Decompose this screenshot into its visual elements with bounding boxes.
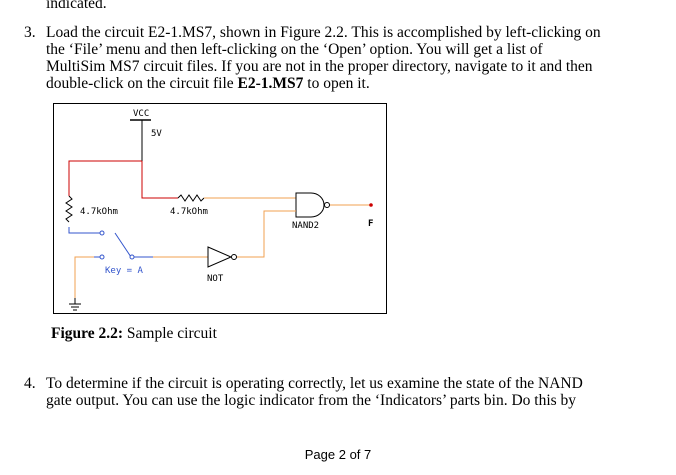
step-3-line-4: double-click on the circuit file E2-1.MS… (46, 75, 370, 92)
ground-symbol (69, 298, 81, 311)
key-label: Key = A (105, 266, 144, 276)
switch-top-wire (68, 227, 102, 234)
supply-wire-left (68, 160, 142, 196)
supply-wire-main (141, 161, 178, 199)
step-3-line-1: Load the circuit E2-1.MS7, shown in Figu… (46, 24, 601, 41)
nand-bubble (324, 202, 330, 208)
switch-contact-top (99, 230, 105, 236)
step-4-line-2: gate output. You can use the logic indic… (46, 392, 577, 409)
output-label: F (368, 219, 373, 229)
vcc-label: VCC (133, 109, 149, 119)
nand-gate (295, 192, 325, 218)
circuit-diagram: VCC 5V 4.7kOhm 4.7kOhm NAND2 F Key = A N… (65, 109, 373, 311)
figure-caption: Figure 2.2: Sample circuit (51, 325, 217, 342)
resistor-left (65, 195, 73, 223)
nand-input-2-wire (237, 210, 296, 258)
resistor-left-label: 4.7kOhm (80, 207, 118, 217)
voltage-label: 5V (151, 129, 162, 139)
step-3-number: 3. (24, 24, 36, 41)
switch-pivot (129, 254, 135, 260)
step-3-line-4-suffix: to open it. (303, 75, 370, 92)
not-label: NOT (207, 274, 224, 284)
step-4-line-1: To determine if the circuit is operating… (46, 375, 583, 392)
ground-wire (74, 256, 94, 298)
switch-contact-bottom (99, 254, 105, 260)
circuit-figure-frame (53, 103, 387, 314)
resistor-middle-label: 4.7kOhm (170, 207, 208, 217)
step-3-line-4-prefix: double-click on the circuit file (46, 75, 238, 92)
step-3-line-3: MultiSim MS7 circuit files. If you are n… (46, 58, 593, 75)
not-bubble (231, 254, 237, 260)
step-3-line-2: the ‘File’ menu and then left-clicking o… (46, 41, 543, 58)
resistor-middle (177, 194, 205, 202)
circuit-filename: E2-1.MS7 (237, 75, 304, 92)
nand-label: NAND2 (292, 221, 319, 231)
page-number-footer: Page 2 of 7 (304, 447, 372, 462)
figure-caption-label: Figure 2.2: (51, 325, 124, 342)
step-4-number: 4. (24, 375, 36, 392)
output-node (369, 203, 373, 207)
switch-lever (114, 232, 132, 258)
top-fragment-text: indicated. (46, 0, 107, 12)
not-gate (207, 246, 233, 268)
figure-caption-text: Sample circuit (123, 325, 217, 342)
